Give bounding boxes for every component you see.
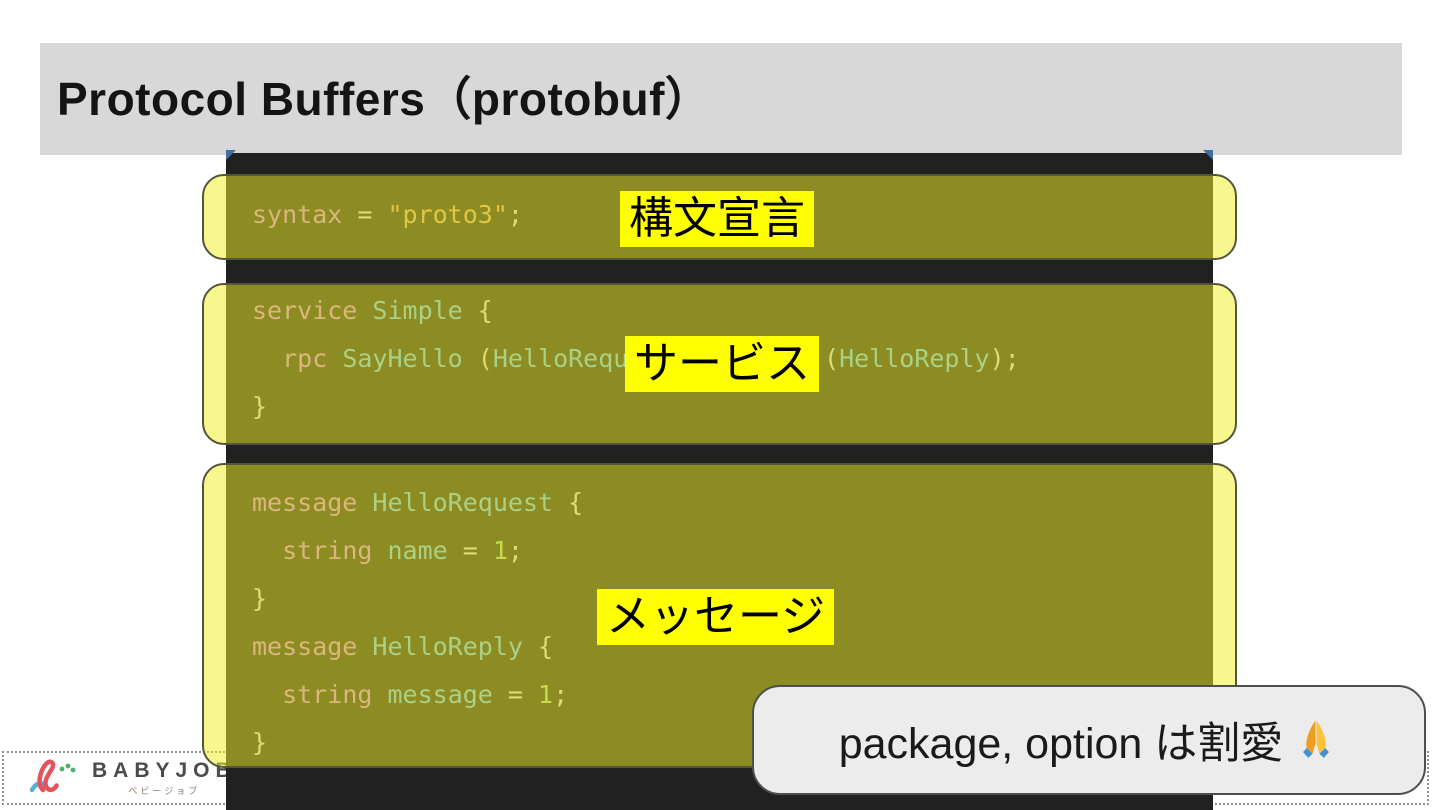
title-bar: Protocol Buffers（protobuf） [40,43,1402,155]
brand-name: BABYJOB [92,758,237,782]
label-message: メッセージ [597,589,835,645]
callout-text: package, option は割愛 [838,720,1284,768]
label-syntax-declaration: 構文宣言 [620,191,814,247]
brand-katakana: ベビージョブ [128,786,201,797]
package-option-callout: package, option は割愛 [752,685,1426,795]
babyjob-logo-mark-icon [29,759,76,793]
page-title: Protocol Buffers（protobuf） [57,73,712,125]
code-block-corner-handle [1203,150,1213,160]
praying-hands-icon [1303,720,1330,758]
babyjob-logo: BABYJOB ベビージョブ [28,756,237,800]
babyjob-logo-text: BABYJOB ベビージョブ [92,759,237,797]
code-block-corner-handle [226,150,236,160]
label-service: サービス [625,336,819,392]
